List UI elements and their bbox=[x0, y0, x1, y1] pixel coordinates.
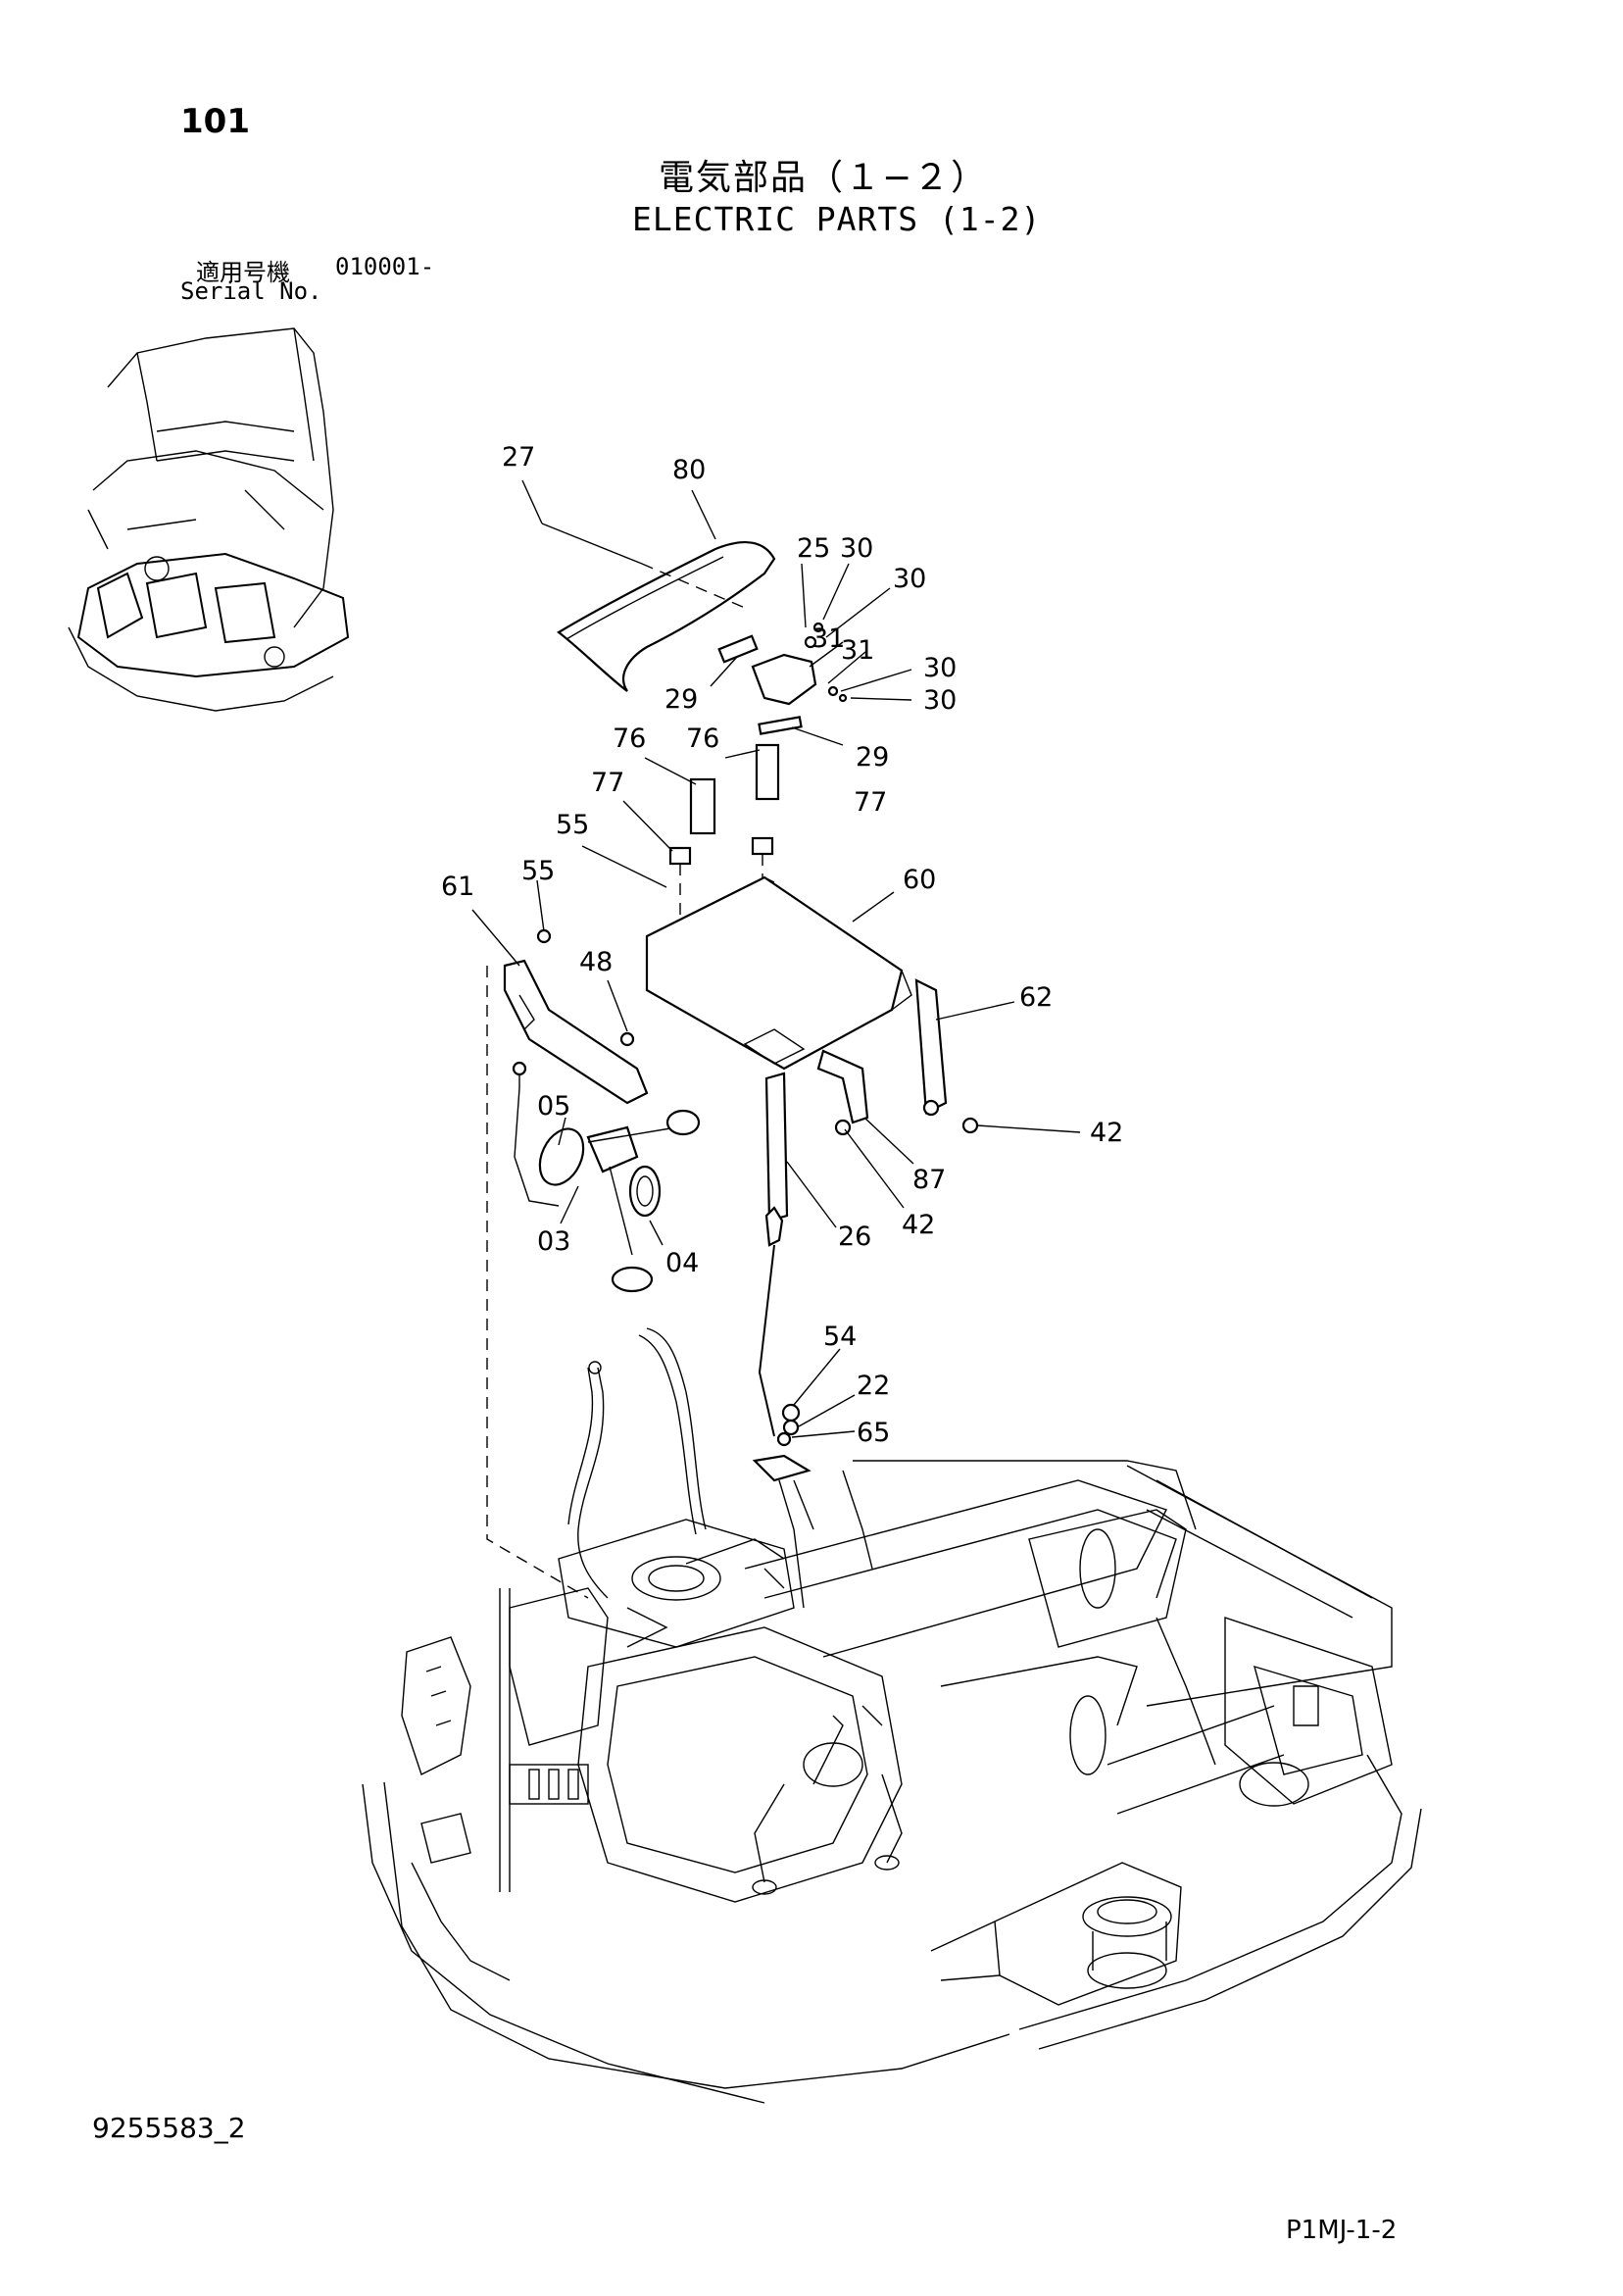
sender-assembly bbox=[512, 1061, 701, 1293]
callout-76: 76 bbox=[613, 724, 646, 754]
callout-77: 77 bbox=[854, 787, 887, 818]
callout-54: 54 bbox=[823, 1322, 857, 1352]
callout-labels: 27 80 25 30 30 31 31 30 30 29 29 76 76 7… bbox=[441, 442, 1123, 1448]
cover-assembly bbox=[541, 523, 848, 735]
callout-76: 76 bbox=[686, 724, 719, 754]
callout-27: 27 bbox=[502, 442, 535, 473]
page-number: 101 bbox=[180, 102, 250, 141]
document-number: 9255583_2 bbox=[92, 2112, 246, 2144]
callout-30: 30 bbox=[923, 685, 957, 716]
callout-31: 31 bbox=[841, 635, 874, 666]
battery-bracket-assembly bbox=[645, 743, 912, 1071]
callout-22: 22 bbox=[857, 1371, 890, 1401]
serial-label-japanese: 適用号機 bbox=[196, 259, 290, 286]
callout-42: 42 bbox=[1090, 1118, 1123, 1148]
callout-61: 61 bbox=[441, 872, 474, 902]
callout-leader-lines bbox=[471, 479, 1081, 1438]
serial-label-english: Serial No. bbox=[180, 277, 322, 305]
serial-range: 010001- bbox=[335, 253, 435, 280]
machine-locator-thumbnail bbox=[68, 327, 350, 712]
callout-30: 30 bbox=[840, 533, 873, 564]
callout-30: 30 bbox=[923, 653, 957, 683]
callout-05: 05 bbox=[537, 1091, 570, 1122]
callout-87: 87 bbox=[912, 1165, 946, 1195]
callout-48: 48 bbox=[579, 947, 613, 977]
machine-frame bbox=[362, 1327, 1422, 2104]
callout-30: 30 bbox=[893, 564, 926, 594]
callout-42: 42 bbox=[902, 1210, 935, 1240]
callout-55: 55 bbox=[521, 856, 555, 886]
callout-31: 31 bbox=[812, 624, 845, 654]
title-japanese: 電気部品（１−２） bbox=[659, 158, 989, 198]
bracket-61 bbox=[486, 928, 649, 1599]
callout-25: 25 bbox=[797, 533, 830, 564]
callout-77: 77 bbox=[591, 768, 624, 798]
callout-62: 62 bbox=[1019, 982, 1053, 1013]
callout-04: 04 bbox=[665, 1248, 699, 1278]
callout-55: 55 bbox=[556, 810, 589, 840]
rod-26 bbox=[764, 1049, 869, 1223]
title-english: ELECTRIC PARTS (1-2) bbox=[632, 200, 1042, 238]
callout-29: 29 bbox=[664, 684, 698, 715]
strap-62 bbox=[914, 978, 979, 1134]
page-code: P1MJ-1-2 bbox=[1286, 2216, 1398, 2245]
callout-80: 80 bbox=[672, 455, 706, 485]
callout-29: 29 bbox=[856, 742, 889, 773]
callout-60: 60 bbox=[903, 865, 936, 895]
callout-26: 26 bbox=[838, 1222, 871, 1252]
callout-03: 03 bbox=[537, 1226, 570, 1257]
ground-cable bbox=[752, 1206, 812, 1482]
callout-65: 65 bbox=[857, 1418, 890, 1448]
